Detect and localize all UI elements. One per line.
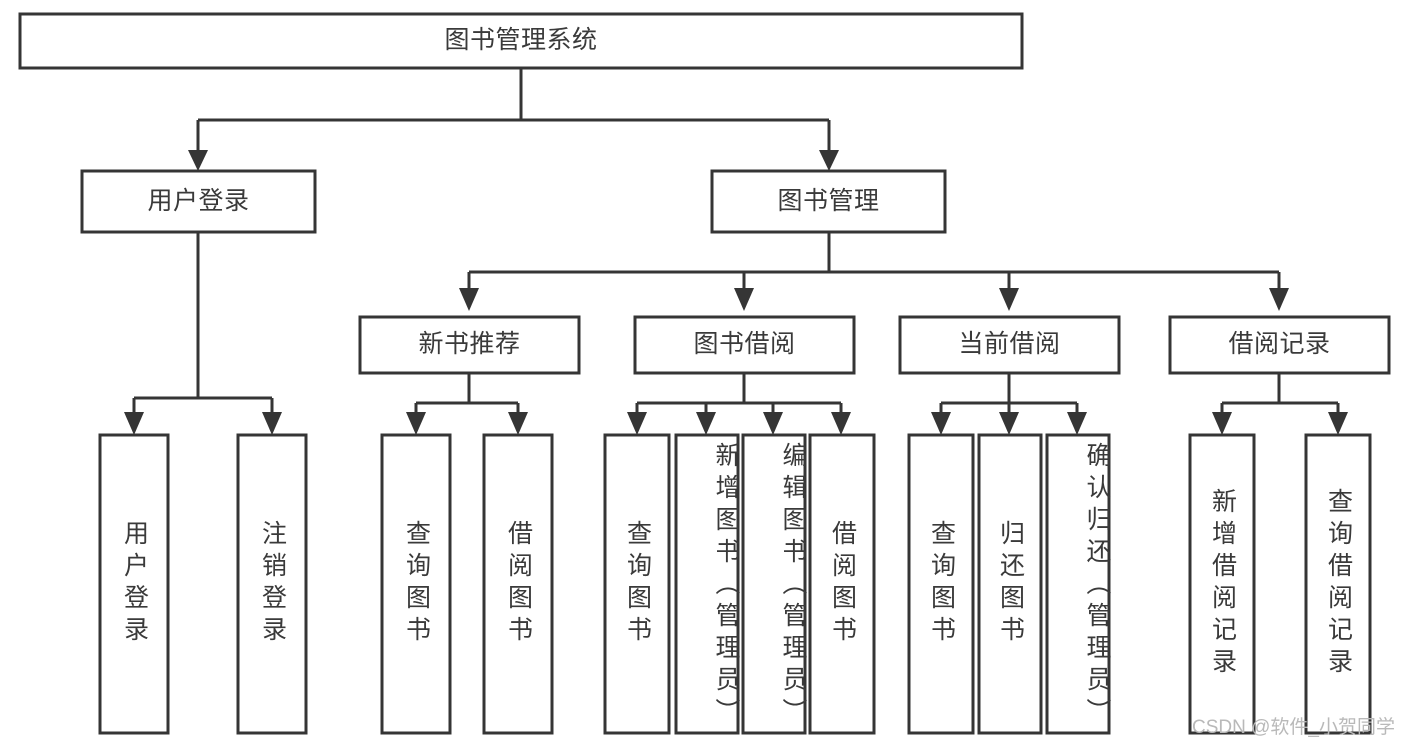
- arrow-to-leaf-borrow-book-2: [831, 412, 851, 435]
- connector-group-book-management: [459, 232, 1289, 311]
- arrow-to-leaf-query-book-3: [931, 412, 951, 435]
- connector-group-root: [196, 68, 831, 152]
- node-leaf-query-book-1[interactable]: [380, 433, 452, 735]
- node-leaf-logout-login[interactable]: [236, 433, 308, 735]
- node-leaf-borrow-book-1[interactable]: [482, 433, 554, 735]
- node-leaf-query-record[interactable]: [1304, 433, 1372, 735]
- arrow-to-leaf-query-book-2: [627, 412, 647, 435]
- arrow-to-leaf-query-book-1: [406, 412, 426, 435]
- arrow-to-leaf-logout-login: [262, 412, 282, 435]
- arrow-to-borrow-record: [1269, 288, 1289, 311]
- node-book-management[interactable]: [710, 169, 947, 234]
- connector-group-current-borrow: [931, 373, 1087, 435]
- node-new-book-recommend[interactable]: [358, 315, 581, 375]
- node-current-borrow[interactable]: [898, 315, 1121, 375]
- node-leaf-return-book[interactable]: [977, 433, 1043, 735]
- arrow-to-user-login: [188, 150, 208, 171]
- arrow-to-leaf-add-record: [1212, 412, 1232, 435]
- node-book-borrow[interactable]: [633, 315, 856, 375]
- node-leaf-confirm-return[interactable]: [1045, 433, 1111, 735]
- arrow-to-new-book-recommend: [459, 288, 479, 311]
- arrow-to-leaf-confirm-return: [1067, 412, 1087, 435]
- arrowheads-level2: [188, 150, 839, 171]
- node-leaf-add-record[interactable]: [1188, 433, 1256, 735]
- arrow-to-leaf-add-book: [696, 412, 716, 435]
- node-leaf-query-book-2[interactable]: [603, 433, 671, 735]
- node-user-login[interactable]: [80, 169, 317, 234]
- node-leaf-user-login[interactable]: [98, 433, 170, 735]
- arrow-to-book-borrow: [734, 288, 754, 311]
- arrow-to-leaf-return-book: [999, 412, 1019, 435]
- node-root[interactable]: [18, 12, 1024, 70]
- arrow-to-leaf-user-login: [124, 412, 144, 435]
- arrow-to-book-management: [819, 150, 839, 171]
- arrow-to-leaf-query-record: [1328, 412, 1348, 435]
- connector-group-user-login: [124, 232, 282, 435]
- connector-group-borrow-record: [1212, 373, 1348, 435]
- node-leaf-borrow-book-2[interactable]: [808, 433, 876, 735]
- arrow-to-leaf-borrow-book-1: [508, 412, 528, 435]
- connector-group-new-book-recommend: [406, 373, 528, 435]
- node-leaf-query-book-3[interactable]: [907, 433, 975, 735]
- arrow-to-leaf-edit-book: [763, 412, 783, 435]
- node-leaf-edit-book[interactable]: [741, 433, 807, 735]
- arrow-to-current-borrow: [999, 288, 1019, 311]
- connector-group-book-borrow: [627, 373, 851, 435]
- node-borrow-record[interactable]: [1168, 315, 1391, 375]
- node-leaf-add-book[interactable]: [674, 433, 740, 735]
